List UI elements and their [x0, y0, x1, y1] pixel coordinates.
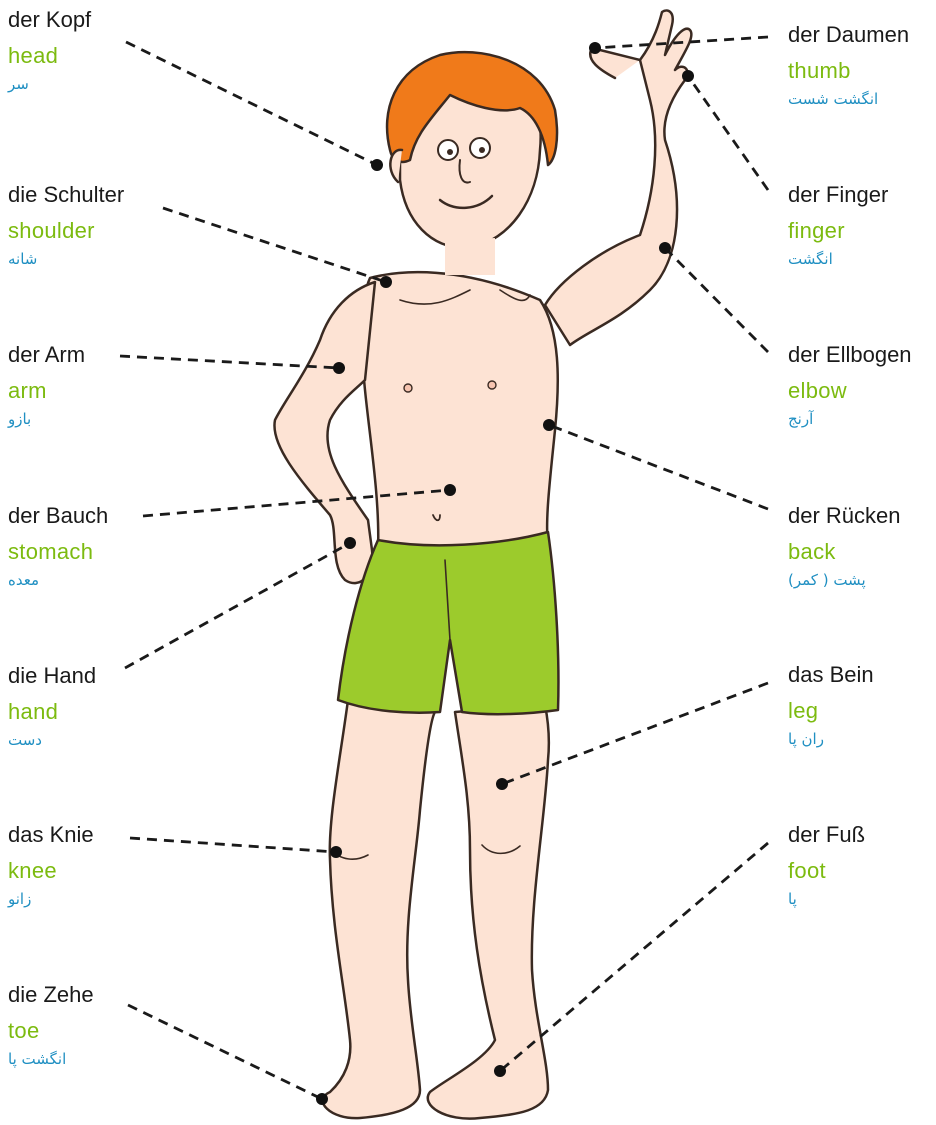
label-head: der Kopf head سر [8, 9, 91, 92]
label-finger: der Finger finger انگشت [788, 184, 888, 267]
anchor-dot-back [543, 419, 555, 431]
label-arm: der Arm arm بازو [8, 344, 85, 427]
anchor-dot-foot [494, 1065, 506, 1077]
anchor-dot-stomach [444, 484, 456, 496]
leader-line-back [549, 425, 768, 509]
label-thumb: der Daumen thumb انگشت شست [788, 24, 909, 107]
label-back: der Rücken back پشت ( کمر) [788, 505, 901, 588]
persian-term: انگشت [788, 252, 888, 267]
anchor-dot-toe [316, 1093, 328, 1105]
persian-term: انگشت شست [788, 92, 909, 107]
english-term: back [788, 541, 901, 573]
english-term: leg [788, 700, 874, 732]
anchor-dot-arm [333, 362, 345, 374]
persian-term: ران پا [788, 732, 874, 747]
leader-line-leg [502, 683, 768, 784]
german-term: die Zehe [8, 984, 94, 1020]
german-term: der Fuß [788, 824, 865, 860]
german-term: das Knie [8, 824, 94, 860]
english-term: stomach [8, 541, 108, 573]
anchor-dot-thumb [589, 42, 601, 54]
label-elbow: der Ellbogen elbow آرنج [788, 344, 912, 427]
persian-term: پشت ( کمر) [788, 573, 901, 588]
persian-term: بازو [8, 412, 85, 427]
persian-term: پا [788, 892, 865, 907]
english-term: knee [8, 860, 94, 892]
english-term: shoulder [8, 220, 124, 252]
anchor-dot-knee [330, 846, 342, 858]
label-leg: das Bein leg ران پا [788, 664, 874, 747]
anchor-dot-shoulder [380, 276, 392, 288]
persian-term: انگشت پا [8, 1052, 94, 1067]
anchor-dot-leg [496, 778, 508, 790]
english-term: foot [788, 860, 865, 892]
german-term: der Arm [8, 344, 85, 380]
persian-term: زانو [8, 892, 94, 907]
persian-term: معده [8, 573, 108, 588]
leader-line-shoulder [163, 208, 386, 282]
german-term: der Kopf [8, 9, 91, 45]
german-term: der Rücken [788, 505, 901, 541]
german-term: der Daumen [788, 24, 909, 60]
english-term: hand [8, 701, 96, 733]
leader-line-head [126, 42, 377, 165]
german-term: die Schulter [8, 184, 124, 220]
german-term: die Hand [8, 665, 96, 701]
label-stomach: der Bauch stomach معده [8, 505, 108, 588]
anchor-dot-elbow [659, 242, 671, 254]
leader-line-finger [688, 76, 768, 190]
english-term: toe [8, 1020, 94, 1052]
persian-term: دست [8, 733, 96, 748]
english-term: arm [8, 380, 85, 412]
anchor-dot-head [371, 159, 383, 171]
leader-line-foot [500, 843, 768, 1071]
german-term: der Ellbogen [788, 344, 912, 380]
german-term: das Bein [788, 664, 874, 700]
persian-term: شانه [8, 252, 124, 267]
label-toe: die Zehe toe انگشت پا [8, 984, 94, 1067]
anchor-dot-finger [682, 70, 694, 82]
label-hand: die Hand hand دست [8, 665, 96, 748]
leader-line-knee [130, 838, 336, 852]
german-term: der Finger [788, 184, 888, 220]
english-term: finger [788, 220, 888, 252]
english-term: thumb [788, 60, 909, 92]
label-shoulder: die Schulter shoulder شانه [8, 184, 124, 267]
anchor-dot-hand [344, 537, 356, 549]
label-knee: das Knie knee زانو [8, 824, 94, 907]
persian-term: سر [8, 77, 91, 92]
leader-line-stomach [143, 490, 450, 516]
english-term: head [8, 45, 91, 77]
leader-line-hand [125, 543, 350, 668]
english-term: elbow [788, 380, 912, 412]
leader-line-arm [120, 356, 339, 368]
label-foot: der Fuß foot پا [788, 824, 865, 907]
german-term: der Bauch [8, 505, 108, 541]
leader-line-elbow [665, 248, 768, 352]
persian-term: آرنج [788, 412, 912, 427]
leader-line-thumb [595, 37, 768, 48]
leader-line-toe [128, 1005, 322, 1099]
